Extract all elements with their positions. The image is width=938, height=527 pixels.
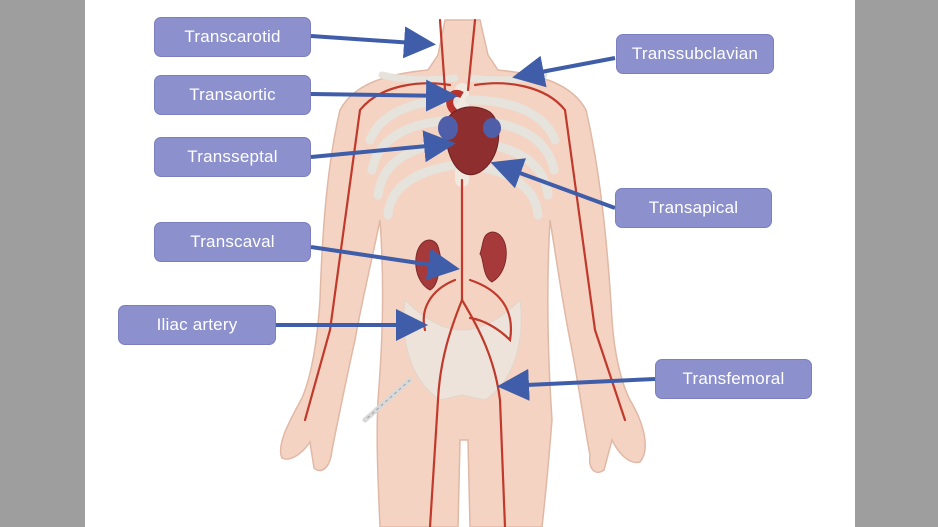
vasculature <box>303 18 627 527</box>
arrow-transsubclavian <box>512 55 616 88</box>
label-transaortic: Transaortic <box>154 75 311 115</box>
arrow-transcaval <box>310 245 460 281</box>
arrow-transfemoral <box>497 368 656 401</box>
label-transapical: Transapical <box>615 188 772 228</box>
arrow-transaortic <box>310 79 458 112</box>
catheter-sheath <box>362 377 413 423</box>
label-transfemoral: Transfemoral <box>655 359 812 399</box>
label-transcarotid: Transcarotid <box>154 17 311 57</box>
label-transsubclavian: Transsubclavian <box>616 34 774 74</box>
arrow-transcarotid <box>310 26 436 59</box>
arrow-transapical <box>490 158 616 210</box>
label-iliac-artery: Iliac artery <box>118 305 276 345</box>
label-transcaval: Transcaval <box>154 222 311 262</box>
arrow-transseptal <box>310 130 456 163</box>
pointer-arrows <box>276 26 656 401</box>
label-transseptal: Transseptal <box>154 137 311 177</box>
